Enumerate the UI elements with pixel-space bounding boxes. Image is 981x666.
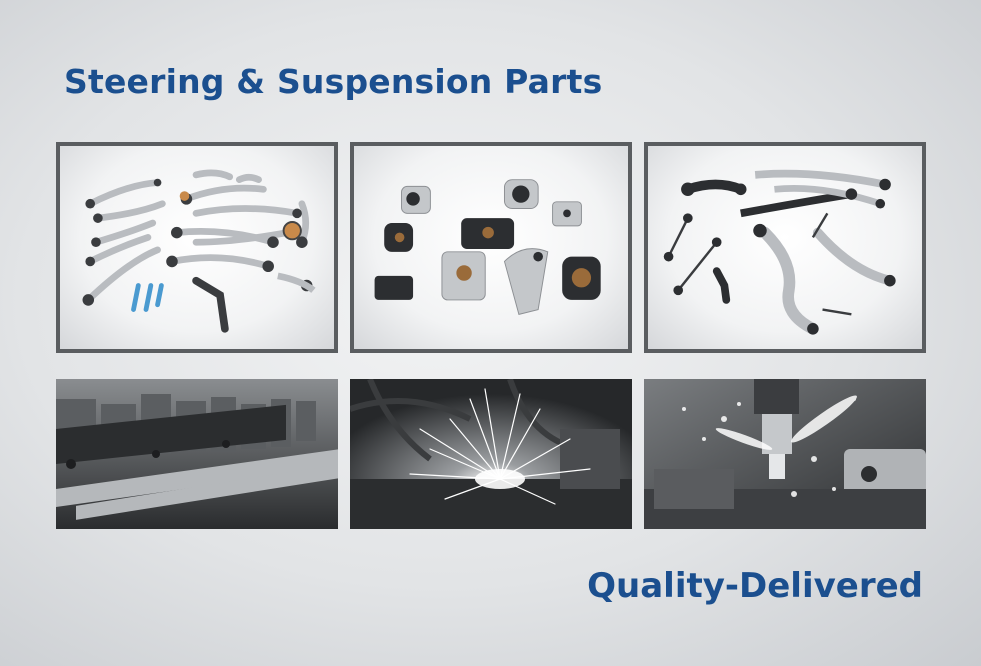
control-arms-photo — [56, 142, 338, 353]
welding-illustration — [350, 379, 632, 529]
bushings-mounts-photo — [350, 142, 632, 353]
cnc-milling-photo — [644, 379, 926, 529]
cnc-illustration — [644, 379, 926, 529]
page-title: Steering & Suspension Parts — [64, 62, 603, 101]
control-arms-illustration — [82, 169, 316, 333]
links-tie-rods-photo — [644, 142, 926, 353]
press-brake-photo — [56, 379, 338, 529]
links-illustration — [663, 169, 896, 335]
welding-sparks-photo — [350, 379, 632, 529]
tagline: Quality-Delivered — [587, 566, 923, 606]
press-brake-illustration — [56, 379, 338, 529]
bushings-illustration — [374, 179, 601, 315]
